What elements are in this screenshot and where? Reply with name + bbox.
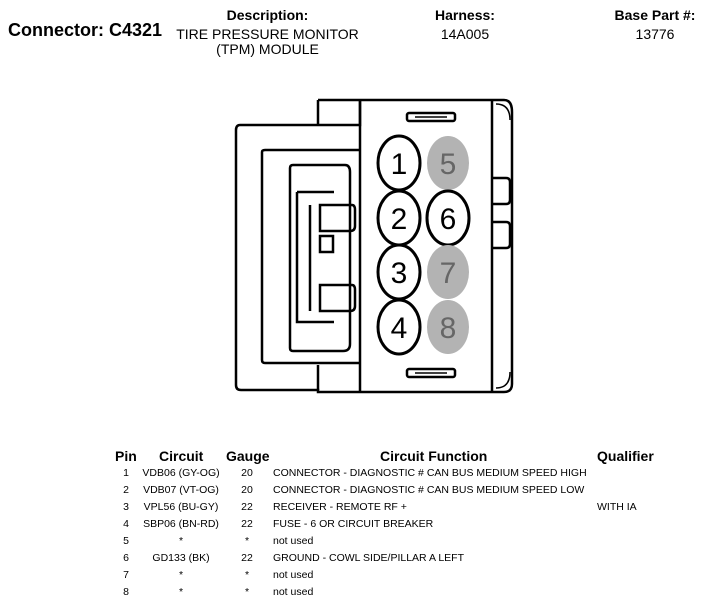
function-cell: RECEIVER - REMOTE RF + bbox=[273, 501, 407, 513]
gauge-cell: 20 bbox=[241, 467, 253, 479]
circuit-cell: * bbox=[178, 586, 184, 598]
gauge-cell: 20 bbox=[241, 484, 253, 496]
gauge-column-header: Gauge bbox=[226, 448, 270, 464]
table-row: 8 * * not used bbox=[0, 586, 712, 602]
table-row: 7 * * not used bbox=[0, 569, 712, 585]
function-cell: not used bbox=[273, 569, 314, 581]
pin-number-4: 4 bbox=[391, 312, 408, 345]
pin-column-header: Pin bbox=[115, 448, 137, 464]
description-value-line2: (TPM) MODULE bbox=[216, 41, 319, 57]
circuit-cell: VPL56 (BU-GY) bbox=[143, 501, 219, 513]
circuit-function-column-header: Circuit Function bbox=[380, 448, 488, 464]
description-label: Description: bbox=[226, 7, 309, 23]
base-part-value: 13776 bbox=[635, 26, 675, 42]
pin-cell: 2 bbox=[123, 484, 129, 496]
circuit-cell: GD133 (BK) bbox=[152, 552, 210, 564]
connector-housing bbox=[234, 98, 514, 394]
gauge-cell: 22 bbox=[241, 518, 253, 530]
connector-label: Connector: C4321 bbox=[8, 20, 163, 40]
pin-cell: 3 bbox=[123, 501, 129, 513]
qualifier-cell: WITH IA bbox=[597, 501, 637, 513]
circuit-cell: * bbox=[178, 569, 184, 581]
function-cell: not used bbox=[273, 586, 314, 598]
function-cell: CONNECTOR - DIAGNOSTIC # CAN BUS MEDIUM … bbox=[273, 484, 585, 496]
circuit-cell: * bbox=[178, 535, 184, 547]
pin-number-1: 1 bbox=[391, 148, 408, 181]
harness-label: Harness: bbox=[435, 7, 495, 23]
connector-face-diagram: 1 2 3 4 5 6 7 8 bbox=[234, 98, 514, 394]
function-cell: CONNECTOR - DIAGNOSTIC # CAN BUS MEDIUM … bbox=[273, 467, 587, 479]
table-row: 5 * * not used bbox=[0, 535, 712, 551]
pin-cavity-7 bbox=[427, 245, 469, 299]
pin-layer: 1 2 3 4 5 6 7 8 bbox=[376, 134, 471, 356]
function-cell: not used bbox=[273, 535, 314, 547]
gauge-cell: * bbox=[244, 586, 250, 598]
function-cell: GROUND - COWL SIDE/PILLAR A LEFT bbox=[273, 552, 464, 564]
gauge-cell: * bbox=[244, 569, 250, 581]
base-part-label: Base Part #: bbox=[614, 7, 696, 23]
circuit-column-header: Circuit bbox=[159, 448, 204, 464]
pin-number-3: 3 bbox=[391, 257, 408, 290]
pin-number-2: 2 bbox=[391, 203, 408, 236]
pin-cavity-5 bbox=[427, 136, 469, 190]
circuit-cell: VDB07 (VT-OG) bbox=[143, 484, 219, 496]
circuit-cell: VDB06 (GY-OG) bbox=[142, 467, 220, 479]
gauge-cell: * bbox=[244, 535, 250, 547]
circuit-cell: SBP06 (BN-RD) bbox=[143, 518, 219, 530]
pin-number-7: 7 bbox=[440, 257, 457, 290]
pin-cell: 8 bbox=[123, 586, 129, 598]
description-value-line1: TIRE PRESSURE MONITOR bbox=[176, 26, 359, 42]
pin-cavity-4 bbox=[376, 298, 422, 356]
pin-cavity-8 bbox=[427, 300, 469, 354]
table-row: 1 VDB06 (GY-OG) 20 CONNECTOR - DIAGNOSTI… bbox=[0, 467, 712, 483]
pin-number-5: 5 bbox=[440, 148, 457, 181]
table-row: 2 VDB07 (VT-OG) 20 CONNECTOR - DIAGNOSTI… bbox=[0, 484, 712, 500]
table-row: 4 SBP06 (BN-RD) 22 FUSE - 6 OR CIRCUIT B… bbox=[0, 518, 712, 534]
qualifier-column-header: Qualifier bbox=[597, 448, 654, 464]
pin-cell: 5 bbox=[123, 535, 129, 547]
pin-number-6: 6 bbox=[440, 203, 457, 236]
table-row: 6 GD133 (BK) 22 GROUND - COWL SIDE/PILLA… bbox=[0, 552, 712, 568]
pin-cell: 1 bbox=[123, 467, 129, 479]
gauge-cell: 22 bbox=[241, 552, 253, 564]
pin-number-8: 8 bbox=[440, 312, 457, 345]
pin-cell: 4 bbox=[123, 518, 129, 530]
table-row: 3 VPL56 (BU-GY) 22 RECEIVER - REMOTE RF … bbox=[0, 501, 712, 517]
gauge-cell: 22 bbox=[241, 501, 253, 513]
harness-value: 14A005 bbox=[440, 26, 490, 42]
pin-cell: 6 bbox=[123, 552, 129, 564]
pin-cell: 7 bbox=[123, 569, 129, 581]
function-cell: FUSE - 6 OR CIRCUIT BREAKER bbox=[273, 518, 434, 530]
